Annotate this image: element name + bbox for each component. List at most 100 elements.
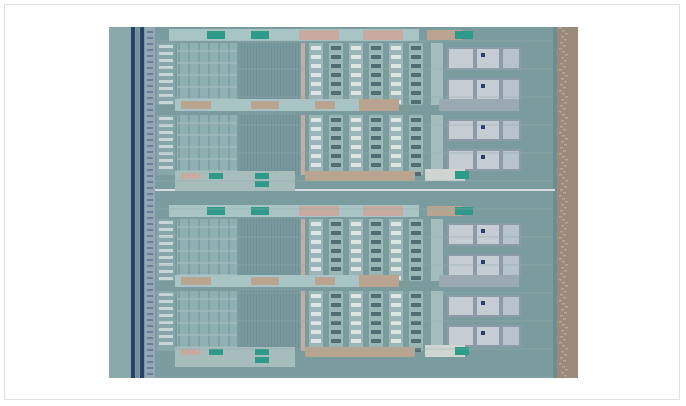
decoder-cell — [331, 127, 341, 131]
decoder-cell — [311, 91, 321, 95]
cell-bar — [159, 342, 173, 345]
decoder-cell — [331, 136, 341, 140]
decoder-cell — [311, 303, 321, 307]
decoder-cell — [411, 91, 421, 95]
decoder-cell — [391, 55, 401, 59]
left-rail-via — [147, 271, 153, 273]
decoder-cell — [311, 258, 321, 262]
decoder-cell — [331, 267, 341, 271]
decoder-cell — [411, 82, 421, 86]
teal-pad — [207, 31, 225, 39]
decoder-cell — [411, 231, 421, 235]
right-edge-grain — [565, 327, 568, 329]
cell-bar — [159, 52, 173, 55]
teal-pad — [255, 349, 269, 355]
decoder-cell — [411, 73, 421, 77]
left-rail-via — [147, 253, 153, 255]
teal-pad — [455, 207, 473, 215]
right-edge-grain — [564, 60, 567, 62]
decoder-cell — [331, 55, 341, 59]
right-edge-grain — [562, 177, 565, 179]
right-edge-grain — [563, 213, 566, 215]
decoder-cell — [391, 330, 401, 334]
decoder-cell — [371, 258, 381, 262]
right-edge-grain — [559, 216, 562, 218]
cell-bar — [159, 270, 173, 273]
decoder-cell — [311, 118, 321, 122]
pink-pad — [299, 206, 339, 216]
right-edge-grain — [562, 282, 565, 284]
right-edge-grain — [560, 210, 563, 212]
decoder-cell — [351, 339, 361, 343]
cell-bar — [159, 94, 173, 97]
right-edge-grain — [563, 171, 566, 173]
left-rail-via — [147, 283, 153, 285]
decoder-cell — [411, 330, 421, 334]
right-edge-grain — [560, 168, 563, 170]
left-bus — [131, 27, 135, 378]
right-edge-grain — [565, 243, 568, 245]
decoder-cell — [331, 163, 341, 167]
cell-bar — [159, 221, 173, 224]
cell-bar — [159, 335, 173, 338]
pink-pad — [363, 30, 403, 40]
bar-row — [439, 275, 519, 287]
decoder-cell — [311, 73, 321, 77]
right-edge-grain — [565, 159, 568, 161]
right-edge-grain — [562, 240, 565, 242]
io-pad — [503, 256, 519, 275]
right-edge-grain — [564, 81, 567, 83]
decoder-cell — [331, 222, 341, 226]
left-rail-via — [147, 121, 153, 123]
io-pad — [503, 151, 519, 169]
left-rail-via — [147, 229, 153, 231]
decoder-cell — [351, 294, 361, 298]
right-edge-grain — [564, 270, 567, 272]
decoder-cell — [391, 312, 401, 316]
right-edge-grain — [563, 45, 566, 47]
right-edge-grain — [561, 330, 564, 332]
left-rail-via — [147, 175, 153, 177]
decoder-cell — [411, 55, 421, 59]
left-rail-via — [147, 361, 153, 363]
decoder-cell — [331, 249, 341, 253]
right-edge-grain — [560, 315, 563, 317]
decoder-cell — [371, 330, 381, 334]
tan-bar — [359, 99, 399, 111]
pad-row — [169, 205, 419, 217]
decoder-cell — [411, 321, 421, 325]
left-rail-via — [147, 301, 153, 303]
decoder-cell — [391, 267, 401, 271]
teal-pad — [251, 31, 269, 39]
tan-bar — [181, 277, 211, 285]
left-rail-via — [147, 85, 153, 87]
teal-pad — [455, 347, 469, 355]
decoder-cell — [351, 118, 361, 122]
cell-bar — [159, 263, 173, 266]
right-edge-grain — [561, 141, 564, 143]
decoder-cell — [331, 294, 341, 298]
decoder-cell — [391, 82, 401, 86]
decoder-cell — [311, 145, 321, 149]
right-edge-grain — [561, 288, 564, 290]
right-edge-grain — [559, 90, 562, 92]
right-edge-grain — [562, 219, 565, 221]
right-edge-grain — [565, 138, 568, 140]
decoder-cell — [311, 136, 321, 140]
right-edge-grain — [559, 300, 562, 302]
right-edge-grain — [560, 231, 563, 233]
right-edge-grain — [562, 261, 565, 263]
decoder-cell — [391, 258, 401, 262]
dense-array — [239, 115, 299, 175]
left-rail-via — [147, 355, 153, 357]
right-edge-grain — [563, 276, 566, 278]
right-edge-grain — [562, 30, 565, 32]
decoder-cell — [331, 64, 341, 68]
decoder-cell — [391, 154, 401, 158]
decoder-cell — [371, 321, 381, 325]
right-edge-grain — [559, 132, 562, 134]
tan-bar — [251, 101, 279, 109]
decoder-cell — [371, 222, 381, 226]
decoder-cell — [411, 127, 421, 131]
teal-pad — [207, 207, 225, 215]
